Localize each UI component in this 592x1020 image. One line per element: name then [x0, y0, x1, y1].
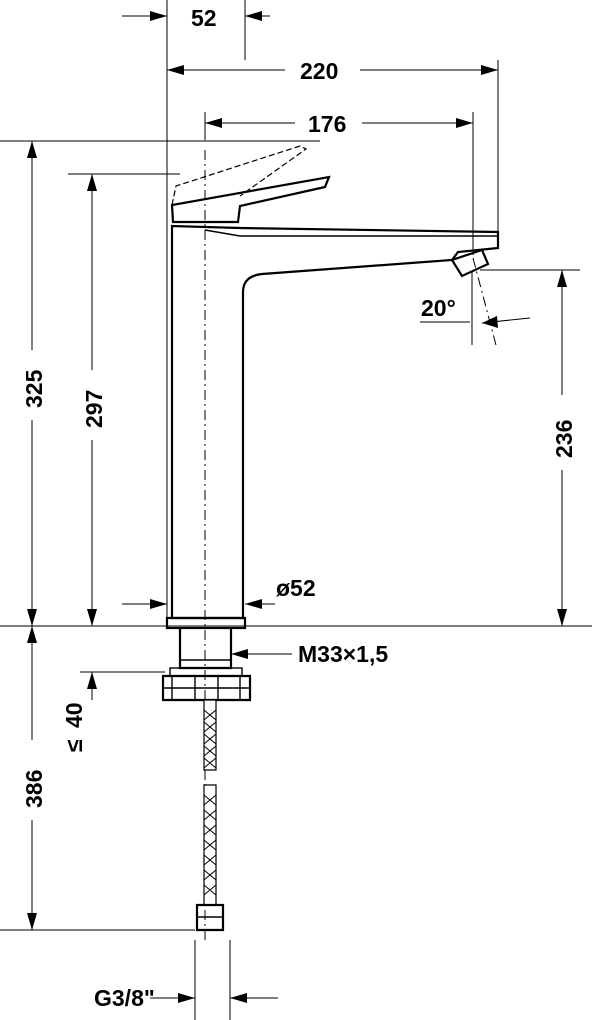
dim-connection: G3/8" — [94, 985, 155, 1011]
dim-40: 40 — [61, 702, 87, 728]
dim-297: 297 — [81, 390, 107, 428]
dim-386: 386 — [21, 770, 47, 808]
dim-diameter-52: ø52 — [276, 575, 316, 601]
dim-236: 236 — [551, 420, 577, 458]
dim-angle-20: 20° — [421, 295, 456, 321]
center-lines — [204, 150, 497, 940]
dim-325: 325 — [21, 369, 47, 408]
dim-thread: M33×1,5 — [298, 641, 388, 667]
aerator — [450, 248, 490, 278]
dim-220: 220 — [300, 58, 338, 84]
dim-176: 176 — [308, 111, 346, 137]
supply-hose — [195, 699, 225, 932]
faucet-body — [161, 145, 500, 702]
hose-connector — [195, 903, 225, 932]
dim-52-top: 52 — [191, 5, 217, 31]
body-column — [170, 224, 500, 620]
dimension-labels: 52 220 176 325 297 236 20° ø52 M33×1,5 4… — [21, 5, 577, 1011]
lever-raised-outline — [171, 145, 308, 206]
lever-handle — [170, 175, 331, 224]
dim-le-symbol: ≤ — [61, 739, 87, 752]
dimension-lines — [27, 11, 567, 1003]
base-ring — [165, 616, 247, 630]
